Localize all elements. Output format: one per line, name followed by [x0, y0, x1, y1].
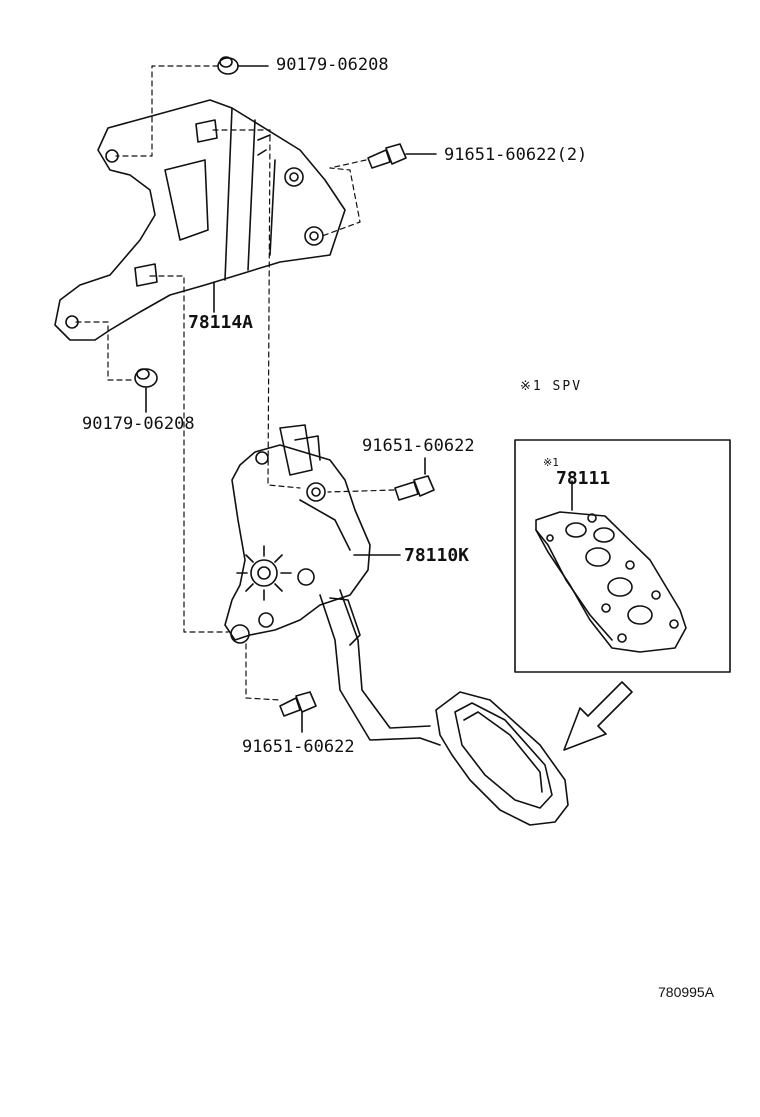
bolt-bottom-icon	[279, 691, 317, 733]
bracket-78114a	[54, 99, 346, 341]
label-bolt-mid: 91651-60622	[362, 436, 475, 456]
bolt-mid-icon	[394, 457, 435, 501]
label-bolt-top: 91651-60622(2)	[444, 145, 587, 165]
nut-top-icon	[217, 56, 269, 75]
nut-left-icon	[134, 368, 158, 413]
label-bolt-bottom: 91651-60622	[242, 737, 355, 757]
inset-mark: ※1	[543, 456, 559, 469]
label-bracket: 78114A	[188, 312, 253, 333]
diagram-code: 780995A	[658, 984, 715, 1000]
label-pad: 78111	[556, 468, 610, 489]
label-pedal-assy: 78110K	[404, 545, 469, 566]
label-nut-top: 90179-06208	[276, 55, 389, 75]
leader-lines	[213, 281, 401, 556]
bolt-top-icon	[367, 143, 437, 169]
inset-box	[514, 439, 731, 673]
indicator-arrow-icon	[563, 681, 633, 751]
pedal-assembly-78110k	[224, 424, 569, 826]
spv-note: ※1 SPV	[520, 379, 582, 394]
dashed-guides	[75, 65, 395, 701]
accelerator-pad-78111	[535, 511, 687, 653]
label-nut-left: 90179-06208	[82, 414, 195, 434]
